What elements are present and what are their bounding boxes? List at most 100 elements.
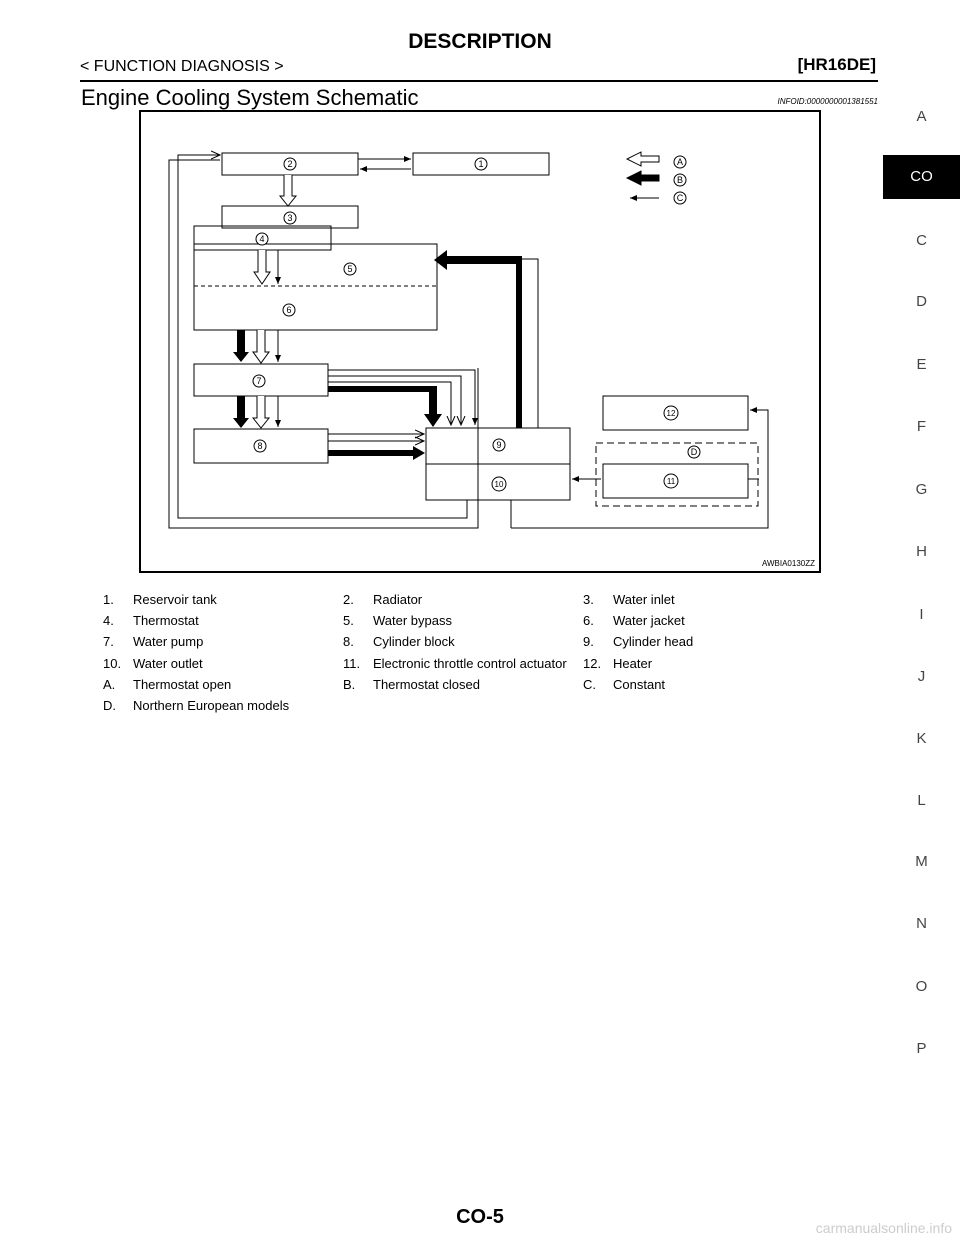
legend-row: 4. Thermostat 5. Water bypass 6.Water jacket xyxy=(103,610,823,631)
section-tab-f[interactable]: F xyxy=(916,418,927,435)
legend-item: 8. Cylinder block xyxy=(343,634,583,649)
legend-text: Radiator xyxy=(373,592,423,608)
svg-text:1: 1 xyxy=(478,159,483,169)
section-tab-n[interactable]: N xyxy=(916,915,927,932)
water-jacket-box xyxy=(193,243,438,331)
legend-number: 6. xyxy=(583,613,594,629)
legend-item: 10. Water outlet xyxy=(103,656,343,671)
section-tab-e[interactable]: E xyxy=(916,356,927,373)
legend-item: 1. Reservoir tank xyxy=(103,592,343,607)
callout-5: 5 xyxy=(343,262,357,276)
throttle-actuator-box xyxy=(602,463,749,499)
legend-number: 4. xyxy=(103,613,114,629)
legend-item: A. Thermostat open xyxy=(103,677,343,692)
callout-D: D xyxy=(687,445,701,459)
legend-item: 7. Water pump xyxy=(103,634,343,649)
section-tab-a[interactable]: A xyxy=(916,108,927,125)
svg-text:6: 6 xyxy=(286,305,291,315)
callout-2: 2 xyxy=(283,157,297,171)
header-divider xyxy=(80,80,878,82)
legend-number: 5. xyxy=(343,613,354,629)
callout-4: 4 xyxy=(255,232,269,246)
legend-item: 4. Thermostat xyxy=(103,613,343,628)
callout-7: 7 xyxy=(252,374,266,388)
legend-row: A. Thermostat open B. Thermostat closed C.Co… xyxy=(103,674,823,695)
callout-labels: 2 1 3 4 5 6 7 8 9 10 12 11 D A B C xyxy=(252,155,701,492)
legend-item: 12. Heater xyxy=(583,656,823,671)
section-tab-co[interactable]: CO xyxy=(883,155,960,199)
legend-row: D. Northern European models xyxy=(103,695,823,716)
svg-text:5: 5 xyxy=(347,264,352,274)
svg-text:7: 7 xyxy=(256,376,261,386)
cooling-schematic-diagram: 2 1 3 4 5 6 7 8 9 10 12 11 D A B C xyxy=(168,112,769,529)
callout-1: 1 xyxy=(474,157,488,171)
legend-item: C.Constant xyxy=(583,677,823,692)
breadcrumb: < FUNCTION DIAGNOSIS > xyxy=(80,58,284,75)
legend-text: Constant xyxy=(613,676,666,692)
legend-number: 9. xyxy=(583,634,594,650)
legend-text: Thermostat xyxy=(133,613,199,629)
legend-text: Reservoir tank xyxy=(133,592,217,608)
legend-item: 6.Water jacket xyxy=(583,613,823,628)
section-index-sidebar: A CO C D E F G H I J K L M N O P xyxy=(883,0,960,1242)
svg-text:D: D xyxy=(691,447,698,457)
callout-6: 6 xyxy=(282,303,296,317)
section-tab-d[interactable]: D xyxy=(916,293,927,310)
legend-number: D. xyxy=(103,698,116,714)
legend-number: 1. xyxy=(103,592,114,608)
legend-text: Electronic throttle control actuator xyxy=(373,655,567,671)
callout-10: 10 xyxy=(491,476,507,492)
legend-row: 10. Water outlet 11. Electronic throttle co… xyxy=(103,653,823,674)
legend-number: 7. xyxy=(103,634,114,650)
section-tab-m[interactable]: M xyxy=(915,853,928,870)
legend-item: 5. Water bypass xyxy=(343,613,583,628)
legend-item: D. Northern European models xyxy=(103,698,357,713)
legend-number: 8. xyxy=(343,634,354,650)
page-header-title: DESCRIPTION xyxy=(408,30,552,53)
callout-9: 9 xyxy=(492,438,506,452)
heater-box xyxy=(602,395,749,431)
legend-number: 11. xyxy=(343,655,361,671)
svg-text:10: 10 xyxy=(495,480,504,489)
reservoir-tank-box xyxy=(412,152,550,176)
svg-text:11: 11 xyxy=(667,477,676,486)
section-tab-i[interactable]: I xyxy=(919,606,924,623)
legend-text: Water pump xyxy=(133,634,204,650)
svg-text:C: C xyxy=(677,193,684,203)
section-tab-j[interactable]: J xyxy=(917,668,926,685)
callout-3: 3 xyxy=(283,211,297,225)
legend-number: B. xyxy=(343,676,356,692)
callout-8: 8 xyxy=(253,439,267,453)
legend-number: 10. xyxy=(103,655,122,671)
section-tab-h[interactable]: H xyxy=(916,543,927,560)
svg-text:2: 2 xyxy=(287,159,292,169)
water-outlet-box xyxy=(425,463,571,501)
legend-item: B. Thermostat closed xyxy=(343,677,583,692)
cylinder-block-box xyxy=(193,428,329,464)
section-tab-c[interactable]: C xyxy=(916,232,927,249)
legend-text: Thermostat closed xyxy=(373,676,480,692)
legend-text: Cylinder block xyxy=(373,634,455,650)
section-tab-l[interactable]: L xyxy=(917,792,926,809)
legend-text: Northern European models xyxy=(133,698,290,714)
legend-number: 3. xyxy=(583,592,594,608)
section-tab-o[interactable]: O xyxy=(915,978,928,995)
legend-number: 2. xyxy=(343,592,354,608)
legend-text: Water bypass xyxy=(373,613,452,629)
legend-text: Thermostat open xyxy=(133,676,232,692)
section-tab-k[interactable]: K xyxy=(916,730,927,747)
legend-text: Water outlet xyxy=(133,655,203,671)
section-tab-g[interactable]: G xyxy=(915,481,928,498)
svg-text:8: 8 xyxy=(257,441,262,451)
water-inlet-box xyxy=(221,205,359,229)
section-title: Engine Cooling System Schematic xyxy=(81,85,419,110)
legend-number: 12. xyxy=(583,655,602,671)
section-tab-p[interactable]: P xyxy=(916,1040,927,1057)
watermark: carmanualsonline.info xyxy=(815,1220,952,1236)
legend-text: Heater xyxy=(613,655,653,671)
figure-code: AWBIA0130ZZ xyxy=(761,559,815,568)
legend-number: A. xyxy=(103,676,116,692)
